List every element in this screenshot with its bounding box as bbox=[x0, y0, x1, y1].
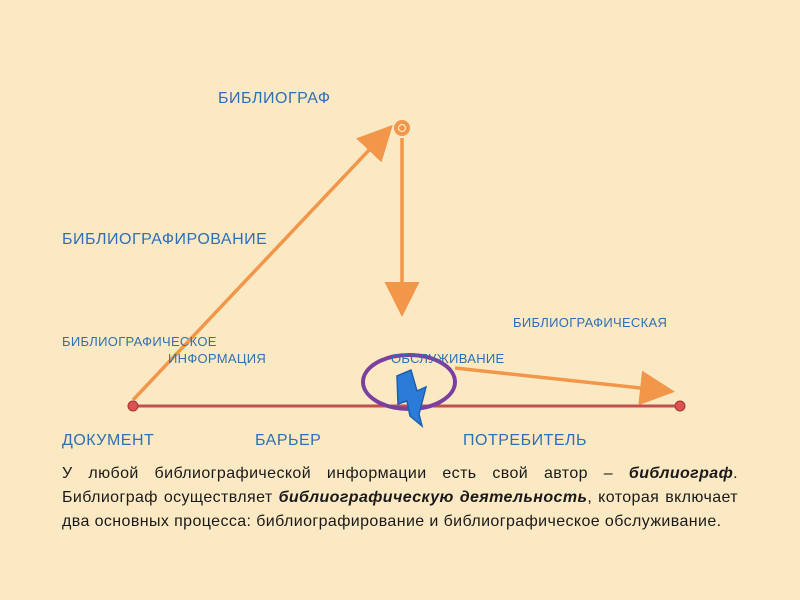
label-document: ДОКУМЕНТ bbox=[62, 432, 155, 449]
para-emphasis-bibliographer: библиограф bbox=[628, 465, 734, 482]
label-barrier: БАРЬЕР bbox=[255, 432, 322, 449]
node-consumer bbox=[674, 400, 686, 412]
label-consumer: ПОТРЕБИТЕЛЬ bbox=[463, 432, 588, 449]
label-bibliographing: БИБЛИОГРАФИРОВАНИЕ bbox=[62, 231, 268, 248]
arrow-to-consumer bbox=[454, 366, 675, 406]
para-part-2: . Библиограф осуществляет bbox=[62, 465, 738, 506]
lightning-icon bbox=[396, 368, 428, 429]
arrow-document-to-bibliographer bbox=[131, 124, 393, 402]
para-part-3: , которая включает два основных процесса… bbox=[62, 489, 738, 530]
para-part-1: У любой библиографической информации ест… bbox=[62, 465, 629, 482]
label-bibl-info-line2: ИНФОРМАЦИЯ bbox=[168, 351, 267, 366]
label-bibl-info-line1: БИБЛИОГРАФИЧЕСКОЕ bbox=[62, 334, 217, 349]
label-bibl-service-line2: ОБСЛУЖИВАНИЕ bbox=[391, 351, 505, 366]
para-emphasis-activity: библиографическую деятельность bbox=[278, 489, 588, 506]
description-paragraph: У любой библиографической информации ест… bbox=[62, 462, 738, 534]
node-bibliographer-inner bbox=[397, 123, 407, 133]
label-bibliographer: БИБЛИОГРАФ bbox=[218, 90, 331, 107]
node-bibliographer bbox=[394, 120, 410, 136]
label-bibl-service-line1: БИБЛИОГРАФИЧЕСКАЯ bbox=[513, 315, 668, 330]
node-document bbox=[127, 400, 139, 412]
